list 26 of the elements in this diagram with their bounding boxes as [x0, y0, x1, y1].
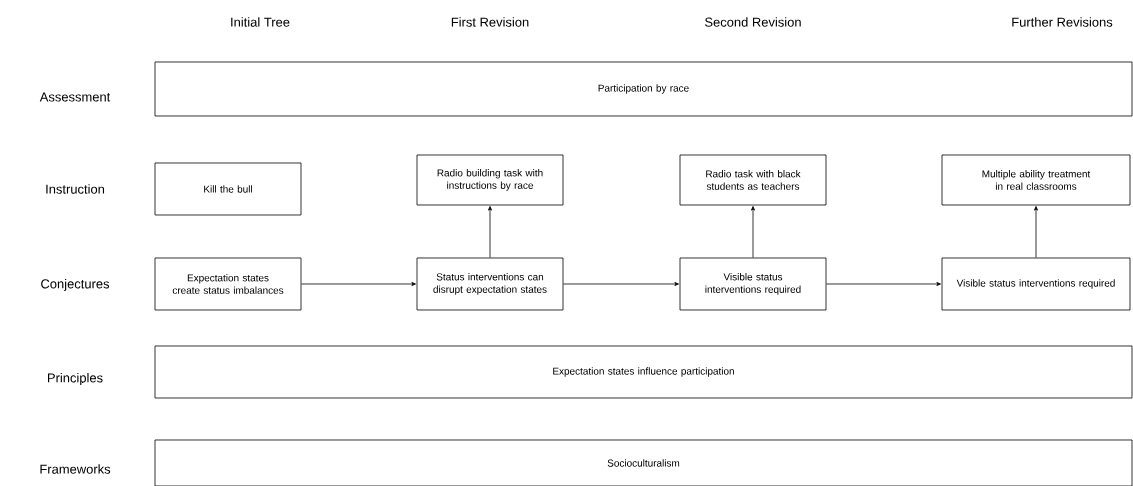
process-box: Radio task with black students as teachers — [679, 154, 827, 206]
arrow — [751, 206, 755, 258]
level-band: Socioculturalism — [154, 439, 1133, 486]
level-band: Participation by race — [154, 61, 1133, 117]
process-box: Multiple ability treatment in real classrooms — [941, 154, 1131, 206]
row-heading: Conjectures — [41, 278, 110, 292]
arrow — [563, 282, 679, 286]
process-box: Radio building task with instructions by race — [416, 154, 564, 206]
row-heading: Principles — [48, 372, 103, 386]
process-box: Status interventions can disrupt expectation states — [416, 257, 564, 311]
arrow — [1034, 206, 1038, 258]
process-box: Visible status interventions required — [941, 257, 1131, 311]
level-band: Expectation states influence participation — [154, 345, 1133, 399]
column-heading: Second Revision — [705, 17, 801, 27]
arrow — [301, 282, 416, 286]
process-box: Visible status interventions required — [679, 257, 827, 311]
column-heading: First Revision — [451, 17, 529, 27]
arrow — [488, 206, 492, 258]
process-box: Kill the bull — [154, 162, 302, 216]
row-heading: Frameworks — [40, 464, 111, 474]
column-heading: Further Revisions — [1012, 17, 1113, 27]
process-box: Expectation states create status imbalances — [154, 257, 302, 311]
arrow — [826, 282, 941, 286]
row-heading: Instruction — [46, 184, 105, 194]
row-heading: Assessment — [39, 92, 111, 102]
column-heading: Initial Tree — [231, 17, 290, 27]
